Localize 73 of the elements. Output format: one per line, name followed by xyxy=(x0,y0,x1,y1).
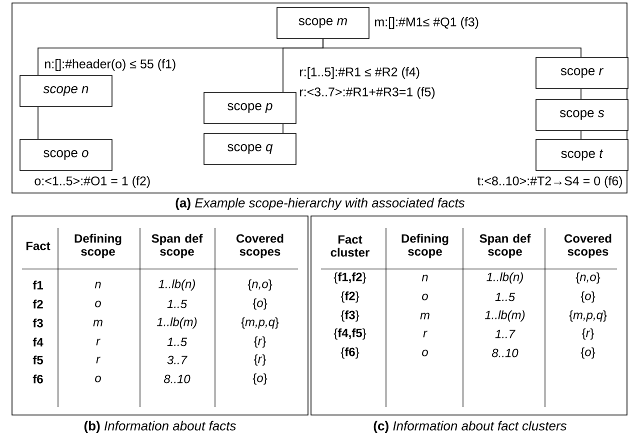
scope-box: scope s xyxy=(536,99,628,131)
table-cell: {r} xyxy=(254,354,266,366)
table-cell: 1..lb(m) xyxy=(156,317,197,329)
table-cell: {o} xyxy=(252,373,268,385)
table-cell: {r} xyxy=(254,336,266,348)
table-cell: 1..lb(m) xyxy=(484,310,525,322)
table-cell: f2 xyxy=(32,300,43,308)
table-cell: {o} xyxy=(580,347,596,359)
table-cell: m xyxy=(93,320,102,326)
table-caption: (b) Information about facts xyxy=(84,420,236,434)
column-header: Span def scope xyxy=(152,234,203,258)
table-cell: r xyxy=(96,356,100,364)
connector-line xyxy=(322,38,582,58)
table-cell: 8..10 xyxy=(164,374,190,384)
table-cell: 1..lb(n) xyxy=(158,279,195,291)
table-cell: {f3} xyxy=(340,310,360,322)
table-caption: (c) Information about fact clusters xyxy=(374,420,567,434)
table-cell: 8..10 xyxy=(492,348,518,358)
table-cell: r xyxy=(96,338,100,346)
table-cell: o xyxy=(422,350,428,356)
fact-label: m:[]:#M1≤ #Q1 (f3) xyxy=(375,17,478,29)
table-cell: 1..7 xyxy=(495,330,516,338)
table-cell: f1 xyxy=(32,280,43,290)
table-cell: 3..7 xyxy=(167,356,188,364)
table-cell: {o} xyxy=(252,298,268,310)
scope-box: scope m xyxy=(276,7,370,39)
scope-box: scope q xyxy=(204,133,296,165)
column-header: Fact xyxy=(26,242,50,250)
table-cell: 1..5 xyxy=(167,300,188,308)
table-cell: {r} xyxy=(582,328,594,340)
table-cell: f4 xyxy=(32,338,44,346)
table-cell: n xyxy=(94,282,101,288)
table-cell: o xyxy=(95,376,101,382)
table-cell: {f4,f5} xyxy=(334,328,366,340)
fact-label: o:<1..5>:#O1 = 1 (f2) xyxy=(34,176,150,188)
table-cell: o xyxy=(422,294,428,300)
table-cell: 1..5 xyxy=(167,338,188,346)
table-cell: {f1,f2} xyxy=(334,272,366,284)
table-cell: r xyxy=(423,330,428,338)
scope-box: scope n xyxy=(20,75,112,107)
table-cell: {n,o} xyxy=(576,272,600,284)
column-header: Span def scope xyxy=(480,234,531,258)
column-header: Covered scopes xyxy=(236,234,284,258)
scope-box: scope o xyxy=(20,139,112,171)
table-cell: o xyxy=(95,300,101,308)
column-header: Fact cluster xyxy=(330,235,370,257)
figure-caption: (a) Example scope-hierarchy with associated facts xyxy=(176,198,465,210)
column-header: Covered scopes xyxy=(564,234,612,258)
table-cell: {n,o} xyxy=(248,279,272,291)
scope-box: scope r xyxy=(536,57,628,89)
table-cell: {m,p,q} xyxy=(241,317,279,329)
table-cell: {o} xyxy=(580,291,596,303)
table-cell: m xyxy=(420,312,430,320)
table-cell: 1..5 xyxy=(495,292,516,302)
fact-label: t:<8..10>:#T2→S4 = 0 (f6) xyxy=(477,176,622,188)
connector-line xyxy=(580,130,582,140)
table-cell: f5 xyxy=(32,356,43,364)
table-cell: f3 xyxy=(32,318,43,328)
table-cell: n xyxy=(422,274,428,282)
fact-label: r:<3..7>:#R1+#R3=1 (f5) xyxy=(300,87,435,99)
fact-label: r:[1..5]:#R1 ≤ #R2 (f4) xyxy=(300,67,420,79)
table-cell: {m,p,q} xyxy=(569,310,607,322)
scope-box: scope p xyxy=(204,92,296,124)
connector-line xyxy=(282,124,284,134)
column-header: Defining scope xyxy=(402,234,448,258)
table-cell: {f2} xyxy=(340,291,360,303)
connector-line xyxy=(580,88,582,100)
column-header: Defining scope xyxy=(74,234,122,258)
scope-box: scope t xyxy=(536,139,628,171)
table-cell: f6 xyxy=(32,374,43,384)
table-cell: {f6} xyxy=(340,347,360,359)
table-cell: 1..lb(n) xyxy=(486,272,523,284)
fact-label: n:[]:#header(o) ≤ 55 (f1) xyxy=(45,59,176,71)
